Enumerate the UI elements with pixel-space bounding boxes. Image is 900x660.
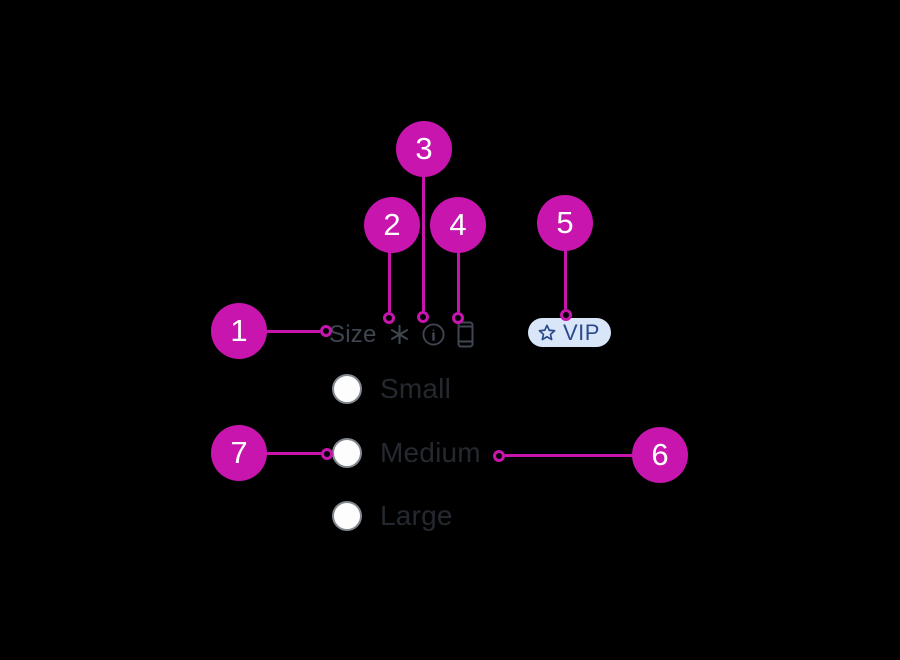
radio-option-small[interactable]: Small <box>332 373 452 404</box>
callout-marker-6: 6 <box>632 427 688 483</box>
callout-marker-7: 7 <box>211 425 267 481</box>
callout-line-7 <box>265 452 321 455</box>
callout-line-4 <box>457 251 460 312</box>
callout-line-6 <box>505 454 633 457</box>
callout-endpoint-dot-2 <box>383 312 395 324</box>
callout-endpoint-dot-1 <box>320 325 332 337</box>
radio-button-large[interactable] <box>332 501 362 531</box>
mobile-phone-icon <box>457 321 473 348</box>
field-label-row: Size <box>329 319 474 350</box>
asterisk-icon <box>390 324 408 345</box>
callout-line-5 <box>564 249 567 309</box>
callout-endpoint-dot-4 <box>452 312 464 324</box>
callout-endpoint-dot-6 <box>493 450 505 462</box>
callout-marker-2: 2 <box>364 197 420 253</box>
callout-endpoint-dot-3 <box>417 311 429 323</box>
field-label: Size <box>329 320 377 348</box>
radio-option-large[interactable]: Large <box>332 500 453 531</box>
callout-line-3 <box>422 175 425 311</box>
callout-endpoint-dot-5 <box>560 309 572 321</box>
option-label-small[interactable]: Small <box>380 373 452 404</box>
option-label-medium[interactable]: Medium <box>380 437 481 468</box>
callout-marker-3: 3 <box>396 121 452 177</box>
callout-line-2 <box>388 251 391 312</box>
callout-marker-5: 5 <box>537 195 593 251</box>
star-icon <box>538 324 556 340</box>
radio-button-small[interactable] <box>332 374 362 404</box>
vip-badge: VIP <box>528 318 611 347</box>
callout-marker-4: 4 <box>430 197 486 253</box>
radio-button-medium[interactable] <box>332 438 362 468</box>
option-label-large[interactable]: Large <box>380 500 453 531</box>
info-icon[interactable] <box>421 323 445 346</box>
callout-line-1 <box>265 330 320 333</box>
callout-endpoint-dot-7 <box>321 448 333 460</box>
callout-marker-1: 1 <box>211 303 267 359</box>
radio-option-medium[interactable]: Medium <box>332 437 481 468</box>
vip-badge-label: VIP <box>563 319 600 345</box>
